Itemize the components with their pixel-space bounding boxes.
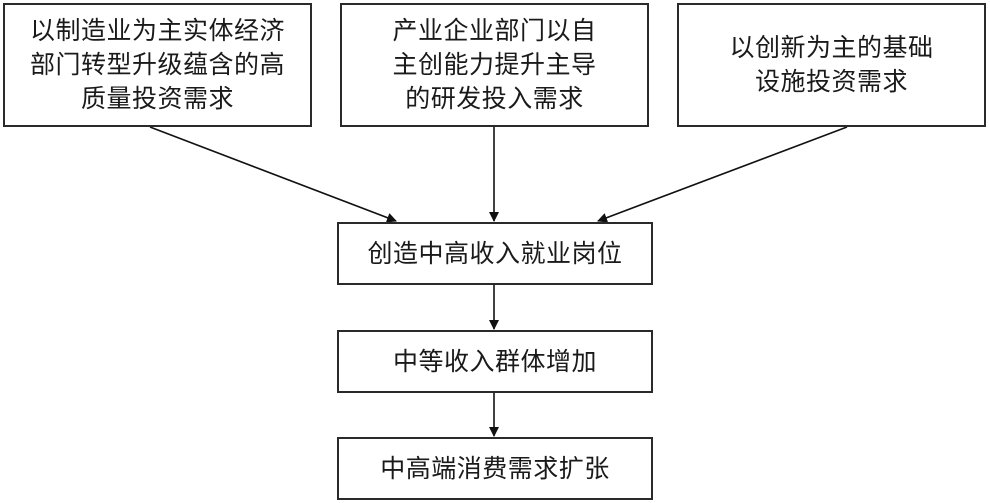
node-middle-income-growth: 中等收入群体增加	[337, 330, 653, 393]
node-create-jobs: 创造中高收入就业岗位	[337, 222, 653, 285]
node-label: 产业企业部门以自 主创能力提升主导 的研发投入需求	[392, 16, 597, 113]
node-label: 以制造业为主实体经济 部门转型升级蕴含的高 质量投资需求	[29, 16, 285, 113]
node-label: 以创新为主的基础 设施投资需求	[729, 33, 934, 96]
arrow-n3-to-n4	[597, 126, 848, 223]
node-label: 中高端消费需求扩张	[380, 453, 610, 483]
node-infrastructure-investment-demand: 以创新为主的基础 设施投资需求	[677, 3, 986, 127]
node-label: 创造中高收入就业岗位	[367, 238, 623, 268]
node-rnd-investment-demand: 产业企业部门以自 主创能力提升主导 的研发投入需求	[340, 3, 649, 127]
node-consumption-expansion: 中高端消费需求扩张	[337, 437, 653, 500]
node-manufacturing-investment-demand: 以制造业为主实体经济 部门转型升级蕴含的高 质量投资需求	[3, 3, 312, 127]
arrow-n1-to-n4	[149, 126, 397, 223]
node-label: 中等收入群体增加	[392, 346, 597, 376]
